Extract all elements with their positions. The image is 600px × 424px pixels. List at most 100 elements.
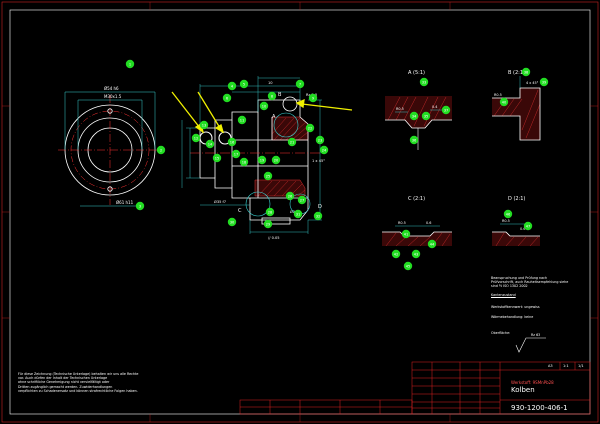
- detail-a-dim-2: 0.4: [432, 105, 437, 109]
- balloon-circle: [409, 135, 419, 145]
- balloon-circle: [267, 91, 277, 101]
- detail-b-title: B (2:1): [508, 70, 525, 76]
- balloon-label: 22: [308, 126, 313, 130]
- balloon: 20: [271, 155, 281, 165]
- balloon-label: 33: [422, 80, 427, 84]
- balloon-label: 18: [242, 160, 247, 164]
- notes-left: Für diese Zeichnung (Technische Unterlag…: [18, 372, 158, 393]
- balloon: 37: [441, 105, 451, 115]
- note-left-line-5: verpflichten zu Schadenersatz und können…: [18, 388, 138, 393]
- title-block-scale: 1:1: [563, 364, 569, 368]
- balloon-circle: [295, 79, 305, 89]
- balloon-circle: [308, 93, 318, 103]
- balloon-circle: [212, 153, 222, 163]
- balloon: 27: [297, 195, 307, 205]
- balloon: 35: [421, 111, 431, 121]
- balloon-circle: [499, 97, 509, 107]
- balloon: 10: [259, 101, 269, 111]
- note-left-line-1: Für diese Zeichnung (Technische Unterlag…: [18, 372, 139, 376]
- balloon-label: 16: [230, 140, 235, 144]
- note-left-line-2: vor. Auch dürfen der Inhalt der Technisc…: [18, 376, 108, 381]
- balloon: 11: [237, 115, 247, 125]
- detail-c-dim-1: R0.5: [398, 221, 406, 225]
- balloon-circle: [263, 219, 273, 229]
- section-hatch-lines: [257, 117, 309, 197]
- note-right-line-2: Prüfvorschrift, auch Rauheitsempfehlung …: [491, 280, 569, 285]
- balloon: 12: [191, 133, 201, 143]
- balloon-label: 8: [271, 94, 274, 98]
- balloon: 2: [156, 145, 166, 155]
- balloon-circle: [231, 149, 241, 159]
- balloon-circle: [427, 239, 437, 249]
- balloon-circle: [271, 155, 281, 165]
- balloon: 41: [401, 229, 411, 239]
- balloon: 39: [539, 77, 549, 87]
- balloon-label: 44: [430, 242, 435, 246]
- balloon-label: 1: [129, 62, 131, 66]
- title-block-material: Werkstoff: 9SMnPb28: [511, 380, 554, 385]
- end-view-dim-outer: Ø54 h6: [104, 86, 119, 91]
- balloon-label: 21: [290, 140, 295, 144]
- detail-c-callout-circle: [245, 191, 271, 217]
- note-left-line-4: Dritten zugänglich gemacht werden. Zuwid…: [18, 384, 113, 389]
- balloon-circle: [285, 191, 295, 201]
- balloon-label: 10: [262, 104, 267, 108]
- dim-chamfer: 1 x 45°: [312, 159, 325, 163]
- balloon: 14: [205, 139, 215, 149]
- note-left-line-3: ohne schriftliche Genehmigung nicht verv…: [18, 380, 110, 385]
- balloon-circle: [227, 217, 237, 227]
- balloon: 33: [419, 77, 429, 87]
- balloon-label: 6: [226, 96, 229, 100]
- balloon-label: 34: [412, 114, 417, 118]
- balloon-circle: [409, 111, 419, 121]
- balloon-label: 40: [502, 100, 507, 104]
- balloon-label: 13: [202, 123, 207, 127]
- balloon-circle: [313, 211, 323, 221]
- balloon-circle: [227, 137, 237, 147]
- balloon: 24: [319, 145, 329, 155]
- title-block: [239, 361, 591, 415]
- balloon-circle: [287, 137, 297, 147]
- balloon-label: 2: [160, 148, 162, 152]
- balloon: 1: [125, 59, 135, 69]
- balloon-label: 30: [230, 220, 235, 224]
- balloon-label: 20: [274, 158, 279, 162]
- balloon: 43: [411, 249, 421, 259]
- detail-c-dim-2: 0.6: [426, 221, 431, 225]
- balloon-circle: [503, 209, 513, 219]
- balloon-label: 28: [268, 210, 273, 214]
- balloon-circle: [239, 79, 249, 89]
- balloon-circle: [227, 81, 237, 91]
- dim-top: 10: [268, 81, 273, 85]
- balloon-circle: [191, 133, 201, 143]
- note-right-line-6: Wärmebehandlung: keine: [491, 315, 534, 320]
- section-hatch: [254, 116, 309, 197]
- detail-a-dim-1: R0.5: [396, 107, 404, 111]
- balloon: 17: [231, 149, 241, 159]
- title-block-title: Kolben: [511, 386, 535, 394]
- balloon: 16: [227, 137, 237, 147]
- detail-d-title: D (2:1): [508, 196, 525, 202]
- note-right-line-4: Kantenzustand: [491, 292, 516, 297]
- balloon-circle: [441, 105, 451, 115]
- balloon-label: 41: [404, 232, 409, 236]
- balloon-label: 11: [240, 118, 245, 122]
- end-view-dim-pitch: Ø61 h11: [116, 200, 134, 205]
- balloon-circle: [259, 101, 269, 111]
- balloon: 7: [295, 79, 305, 89]
- balloon: 32: [313, 211, 323, 221]
- end-view: [58, 95, 162, 205]
- balloon-circle: [539, 77, 549, 87]
- balloon-label: 19: [260, 158, 265, 162]
- section-dimensions: [181, 76, 322, 234]
- balloon-label: 43: [414, 252, 419, 256]
- detail-c: C (2:1) R0.5 0.6: [382, 196, 452, 247]
- balloon-circle: [265, 207, 275, 217]
- balloon: 18: [239, 157, 249, 167]
- detail-d: D (2:1) R0.5 0.6: [492, 196, 540, 247]
- balloon-label: 5: [243, 82, 245, 86]
- general-roughness-symbol: [515, 337, 546, 353]
- balloon-circle: [222, 93, 232, 103]
- balloon-circle: [419, 77, 429, 87]
